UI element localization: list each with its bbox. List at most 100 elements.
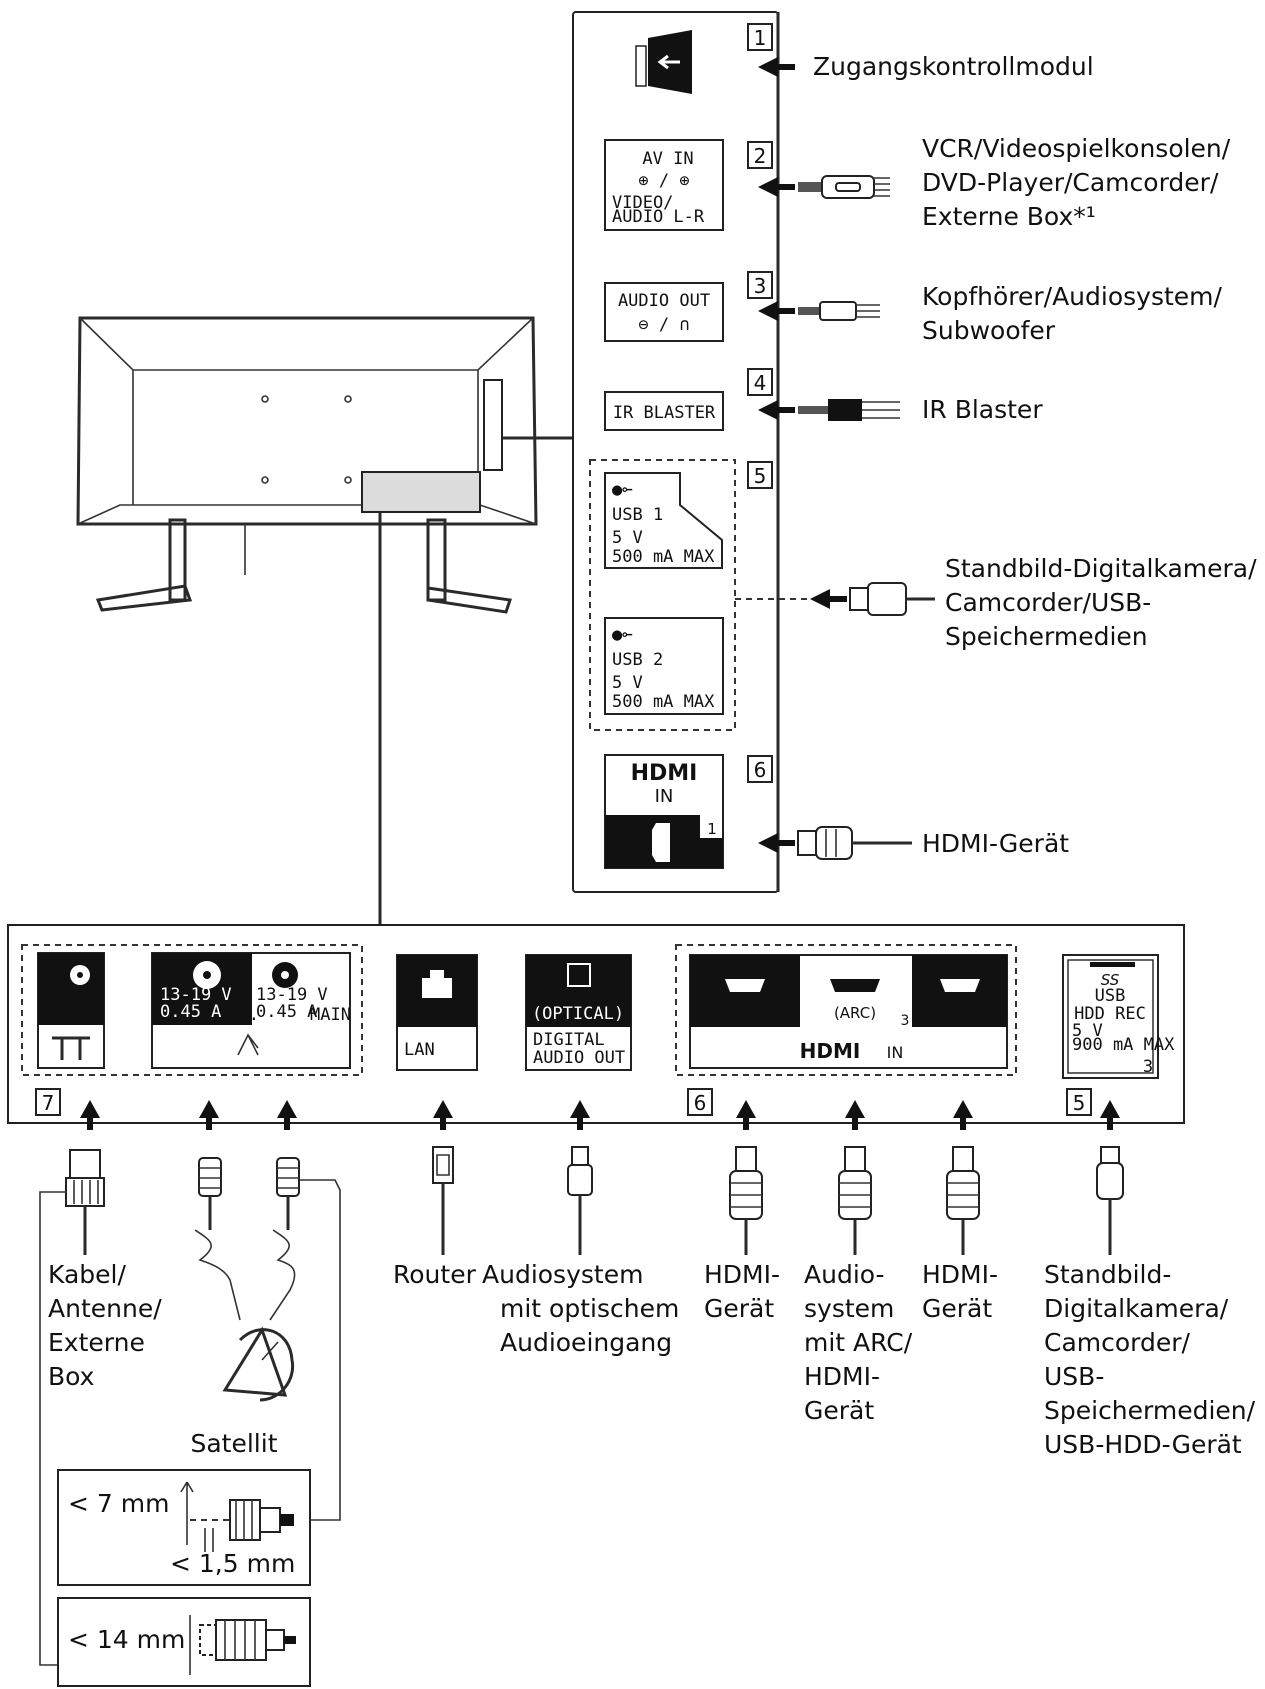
side-panel: 1 Zugangskontrollmodul AV IN ⊕ / ⊕ VIDEO…	[572, 11, 1257, 893]
svg-text:1: 1	[707, 820, 717, 838]
svg-text:4: 4	[754, 371, 767, 395]
port-number-7: 7	[35, 1088, 61, 1116]
svg-text:HDMI: HDMI	[631, 761, 698, 786]
port-number-3: 3	[747, 271, 773, 299]
svg-text:USB: USB	[1095, 986, 1126, 1006]
hdmi-side-device-label: HDMI-Gerät	[922, 829, 1069, 858]
ir-blaster-port: IR BLASTER	[604, 391, 724, 431]
svg-text:5 V: 5 V	[612, 673, 643, 693]
arc-label-4: HDMI-	[804, 1362, 880, 1391]
optical-audio-out-port: (OPTICAL) DIGITAL AUDIO OUT	[525, 954, 632, 1071]
optical-audio-label-2: mit optischem	[500, 1294, 679, 1323]
svg-text:6: 6	[694, 1091, 707, 1115]
satellite-sub-port: 13-19 V 0.45 A SUB.	[151, 952, 351, 1069]
svg-text:●⟜: ●⟜	[612, 480, 632, 500]
arc-label-2: system	[804, 1294, 894, 1323]
usb-bottom-label-4: USB-	[1044, 1362, 1104, 1391]
hdmi-a-label-2: Gerät	[704, 1294, 774, 1323]
svg-text:USB 1: USB 1	[612, 505, 663, 525]
sat-plug-dimension-box: < 7 mm < 1,5 mm	[57, 1469, 311, 1586]
port-number-6: 6	[747, 755, 773, 783]
cable-label-3: Externe	[48, 1328, 145, 1357]
svg-text:HDMI: HDMI	[800, 1039, 861, 1063]
svg-text:●⟜: ●⟜	[612, 625, 632, 645]
port-number-5: 5	[747, 461, 773, 489]
svg-text:VIDEO/: VIDEO/	[612, 193, 673, 213]
svg-text:AUDIO OUT: AUDIO OUT	[533, 1048, 625, 1068]
usb-plug-icon	[810, 582, 935, 616]
av-in-port: AV IN ⊕ / ⊕ VIDEO/ AUDIO L-R	[604, 139, 724, 231]
usb-device-line-3: Speichermedien	[945, 622, 1148, 651]
arc-label-3: mit ARC/	[804, 1328, 913, 1357]
hdmi-a-label-1: HDMI-	[704, 1260, 780, 1289]
svg-text:IN: IN	[655, 786, 674, 807]
port-number-2: 2	[747, 141, 773, 169]
cable-max-diameter: < 14 mm	[68, 1625, 185, 1654]
usb-device-line-1: Standbild-Digitalkamera/	[945, 554, 1257, 583]
port-number-6-bottom: 6	[687, 1088, 713, 1116]
svg-text:AV IN: AV IN	[642, 149, 693, 169]
hdmi-b-label-1: HDMI-	[922, 1260, 998, 1289]
port-number-5-bottom: 5	[1066, 1088, 1092, 1116]
port-number-4: 4	[747, 368, 773, 396]
headphone-plug-icon	[758, 301, 880, 321]
bottom-labels: Kabel/ Antenne/ Externe Box Satellit Rou…	[48, 1260, 1256, 1459]
port-number-1: 1	[747, 23, 773, 51]
svg-text:DIGITAL: DIGITAL	[533, 1030, 605, 1050]
svg-text:3: 3	[754, 274, 767, 298]
usb1-port: ●⟜ USB 1 5 V 500 mA MAX	[604, 472, 723, 569]
usb-bottom-label-3: Camcorder/	[1044, 1328, 1191, 1357]
router-label: Router	[393, 1260, 477, 1289]
hdmi-ports-group: (ARC) 4 3 2 HDMI IN	[689, 954, 1008, 1069]
usb-bottom-label-5: Speichermedien/	[1044, 1396, 1256, 1425]
usb-bottom-label-6: USB-HDD-Gerät	[1044, 1430, 1242, 1459]
svg-text:13-19 V: 13-19 V	[256, 985, 328, 1005]
svg-text:4: 4	[788, 1013, 797, 1029]
av-plug-icon	[758, 175, 890, 199]
audio-out-port: AUDIO OUT ⊖ / ∩	[604, 282, 724, 342]
av-device-line-2: DVD-Player/Camcorder/	[922, 168, 1219, 197]
bottom-panel: 13-19 V 0.45 A SUB. 13-19 V 0.45 A MAIN …	[7, 924, 1185, 1124]
ir-plug-icon	[758, 399, 900, 421]
arrow-icon	[758, 57, 795, 77]
satellite-label: Satellit	[190, 1429, 277, 1458]
svg-text:13-19 V: 13-19 V	[160, 985, 232, 1005]
cable-label-4: Box	[48, 1362, 94, 1391]
svg-text:SS: SS	[1101, 971, 1120, 989]
svg-text:3: 3	[1143, 1057, 1153, 1077]
lan-port: LAN	[396, 954, 478, 1071]
hdmi-in-1-port: HDMI IN 1	[604, 754, 724, 869]
svg-text:2: 2	[996, 1013, 1005, 1029]
svg-text:⊕ / ⊕: ⊕ / ⊕	[638, 171, 689, 191]
svg-text:500 mA MAX: 500 mA MAX	[612, 692, 715, 712]
sat-pin-size: < 1,5 mm	[170, 1549, 295, 1578]
hdmi-plug-icon	[758, 826, 912, 860]
optical-audio-label-3: Audioeingang	[500, 1328, 672, 1357]
svg-text:AUDIO L-R: AUDIO L-R	[612, 207, 705, 227]
svg-text:3: 3	[901, 1013, 910, 1029]
satellite-main-port: 13-19 V 0.45 A MAIN	[237, 962, 351, 1056]
svg-text:900 mA MAX: 900 mA MAX	[1072, 1035, 1175, 1055]
satellite-dish-icon	[222, 1326, 295, 1402]
svg-text:⊖ / ∩: ⊖ / ∩	[638, 315, 689, 335]
cable-connectors	[39, 1100, 1124, 1666]
svg-text:5 V: 5 V	[612, 528, 643, 548]
svg-text:IN: IN	[887, 1043, 904, 1062]
hdmi-b-label-2: Gerät	[922, 1294, 992, 1323]
svg-text:5 V: 5 V	[1072, 1021, 1103, 1041]
svg-text:IR BLASTER: IR BLASTER	[613, 403, 716, 423]
ir-device-label: IR Blaster	[922, 395, 1043, 424]
arc-label-1: Audio-	[804, 1260, 885, 1289]
usb-device-line-2: Camcorder/USB-	[945, 588, 1151, 617]
svg-text:USB 2: USB 2	[612, 650, 663, 670]
usb-bottom-label-2: Digitalkamera/	[1044, 1294, 1229, 1323]
svg-text:2: 2	[754, 144, 767, 168]
cam-slot	[635, 30, 692, 94]
optical-audio-label-1: Audiosystem	[482, 1260, 643, 1289]
audio-out-device-line-1: Kopfhörer/Audiosystem/	[922, 282, 1223, 311]
cable-label-2: Antenne/	[48, 1294, 162, 1323]
cable-label-1: Kabel/	[48, 1260, 126, 1289]
svg-text:(ARC): (ARC)	[834, 1004, 876, 1022]
audio-out-device-line-2: Subwoofer	[922, 316, 1056, 345]
svg-text:SUB.: SUB.	[218, 1005, 259, 1025]
